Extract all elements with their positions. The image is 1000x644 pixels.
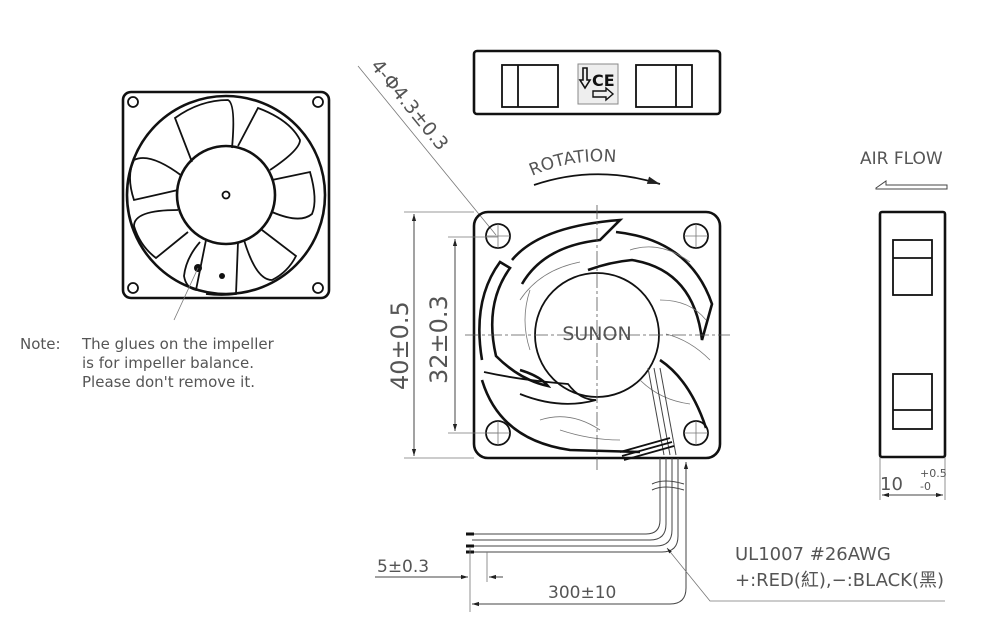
svg-text:CE: CE (592, 71, 615, 90)
wire-polarity-text: +:RED(紅),−:BLACK(黑) (735, 570, 944, 591)
thickness-tol-minus: -0 (920, 480, 931, 493)
note-line-1: The glues on the impeller (81, 335, 275, 353)
lead-length-text: 300±10 (548, 583, 616, 603)
lead-length-dimension: 300±10 (472, 462, 689, 607)
thickness-value: 10 (880, 474, 903, 495)
note-line-2: is for impeller balance. (82, 354, 254, 372)
note-prefix: Note: (20, 335, 61, 353)
strip-length-dimension: 5±0.3 (375, 548, 503, 612)
hole-pitch-dimension: 32±0.3 (425, 236, 498, 434)
impeller-note: Note: The glues on the impeller is for i… (20, 335, 275, 391)
strip-length-text: 5±0.3 (377, 557, 429, 577)
mounting-hole-dim: 4-Φ4.3±0.3 (366, 55, 452, 155)
impeller-back-view (121, 90, 331, 321)
outer-dimension: 40±0.5 (386, 211, 474, 459)
wire-spec-callout: UL1007 #26AWG +:RED(紅),−:BLACK(黑) (666, 544, 945, 602)
ce-mark-icon: CE (577, 63, 619, 105)
glue-dot (219, 273, 225, 279)
lead-wires (466, 458, 685, 554)
airflow-arrow-icon (875, 180, 948, 190)
wire-spec-text: UL1007 #26AWG (735, 544, 891, 565)
hole-pitch-text: 32±0.3 (425, 295, 453, 384)
thickness-tol-plus: +0.5 (920, 467, 947, 480)
note-line-3: Please don't remove it. (82, 373, 255, 391)
fan-side-view: AIR FLOW 10 +0.5 -0 (860, 149, 948, 500)
label-top-view: CE (472, 49, 722, 116)
note-leader-line (173, 267, 199, 321)
outer-dimension-text: 40±0.5 (386, 301, 414, 390)
rotation-arrow-icon (533, 173, 661, 186)
fan-front-view: SUNON (465, 205, 730, 470)
rotation-indicator: ROTATION (526, 146, 661, 186)
airflow-label: AIR FLOW (860, 149, 943, 169)
